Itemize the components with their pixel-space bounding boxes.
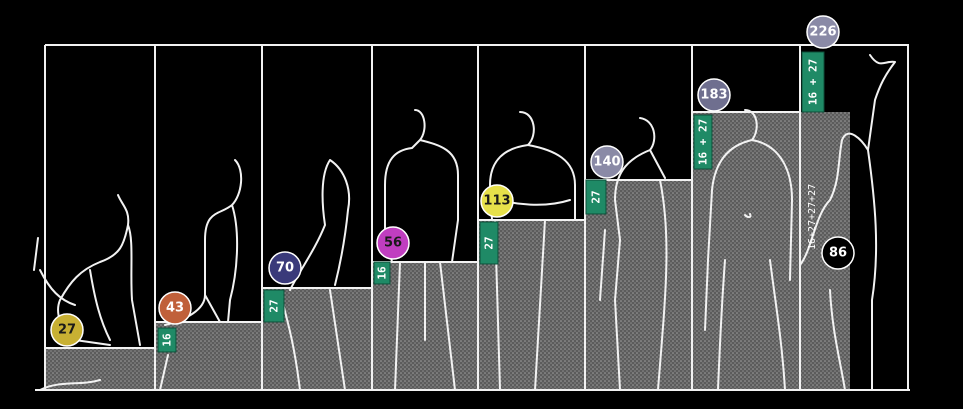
height-marker: 70 xyxy=(269,252,301,284)
increment-tag: 27 xyxy=(264,290,284,322)
increment-label: 16 xyxy=(376,266,389,280)
increment-label: 27 xyxy=(590,190,603,203)
height-marker: 27 xyxy=(51,314,83,346)
increment-label: 27 xyxy=(268,299,281,312)
increment-tag: 16 + 27 xyxy=(694,115,712,169)
height-value: 70 xyxy=(276,261,294,276)
height-marker: 113 xyxy=(481,185,513,217)
height-value: 27 xyxy=(58,323,76,338)
increment-label: 16 + 27 xyxy=(807,59,820,105)
height-marker: 56 xyxy=(377,227,409,259)
height-marker: 43 xyxy=(159,292,191,324)
height-value: 56 xyxy=(384,236,402,251)
height-marker: 183 xyxy=(698,79,730,111)
increment-tag: 27 xyxy=(480,222,498,264)
sum-annotation: 16+27+27+27 xyxy=(807,184,818,250)
height-value: 86 xyxy=(829,246,847,261)
height-value: 183 xyxy=(700,88,727,103)
height-value: 140 xyxy=(593,155,620,170)
increment-tag: 16 + 27 xyxy=(802,52,824,112)
increment-label: 27 xyxy=(483,236,496,249)
increment-label: 16 + 27 xyxy=(697,119,710,165)
height-marker: 86 xyxy=(822,237,854,269)
increment-label: 16 xyxy=(161,333,174,347)
increment-tag: 16 xyxy=(374,262,390,284)
height-marker: 140 xyxy=(591,146,623,178)
height-value: 113 xyxy=(483,194,510,209)
height-value: 226 xyxy=(809,25,836,40)
increment-tag: 16 xyxy=(158,328,176,352)
height-value: 43 xyxy=(166,301,184,316)
increment-tag: 27 xyxy=(586,180,606,214)
height-marker: 226 xyxy=(807,16,839,48)
